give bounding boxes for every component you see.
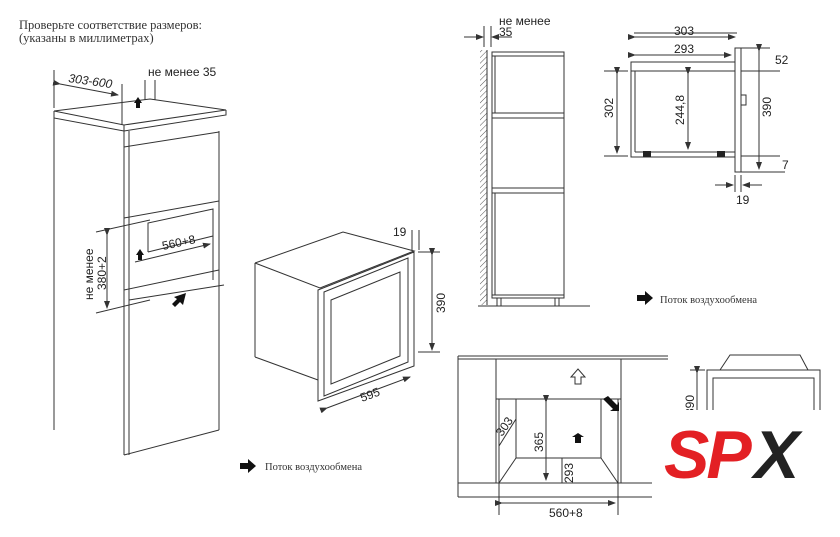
airflow-arrow-icon — [637, 291, 653, 305]
oven-height-label: 390 — [434, 293, 448, 313]
front-width-label: 560+8 — [549, 506, 583, 520]
airflow-arrow-icon — [603, 396, 619, 411]
logo-sp: SP — [664, 417, 752, 493]
title-line-1: Проверьте соответствие размеров: — [19, 18, 202, 32]
title-line-2: (указаны в миллиметрах) — [19, 31, 154, 45]
airflow-up-outline-icon — [569, 368, 587, 385]
front-height-label: 365 — [532, 432, 546, 452]
profile-body-height: 302 — [602, 98, 616, 118]
oven-frame-label: 19 — [393, 225, 407, 239]
profile-frame: 19 — [736, 193, 750, 207]
front-view-drawing — [457, 355, 668, 515]
opening-height-label: 380+2 — [95, 256, 109, 290]
spx-logo: SP X — [660, 410, 840, 493]
cabinet-drawing — [52, 70, 227, 456]
profile-front-height: 390 — [760, 97, 774, 117]
cabinet-depth-label: 303-600 — [68, 71, 114, 91]
airflow-arrow-icon — [572, 433, 584, 443]
airflow-arrow-icon — [134, 97, 142, 108]
front-bottom-label: 293 — [562, 463, 576, 483]
side-gap-label: 35 — [499, 25, 513, 39]
airflow-arrow-icon — [172, 293, 186, 307]
oven-drawing — [254, 230, 440, 414]
airflow-arrow-icon — [136, 249, 144, 260]
profile-top-offset: 52 — [775, 53, 789, 67]
side-gap-caption: не менее — [499, 14, 551, 28]
profile-bottom-offset: 7 — [782, 158, 789, 172]
legend-airflow-2: Поток воздухообмена — [660, 295, 757, 306]
cabinet-gap-label: не менее 35 — [148, 65, 217, 79]
airflow-arrow-icon — [240, 459, 256, 473]
legend-airflow-1: Поток воздухообмена — [265, 462, 362, 473]
oven-width-label: 595 — [358, 385, 382, 405]
profile-cavity-height: 244,8 — [673, 95, 687, 125]
logo-x: X — [750, 417, 803, 493]
partial-height-label: 390 — [683, 395, 697, 415]
profile-drawing — [604, 32, 785, 192]
opening-width-label: 560+8 — [161, 232, 197, 253]
opening-height-caption: не менее — [82, 248, 96, 300]
side-column-drawing — [464, 26, 590, 307]
profile-depth-total: 303 — [674, 24, 694, 38]
profile-depth-body: 293 — [674, 42, 694, 56]
